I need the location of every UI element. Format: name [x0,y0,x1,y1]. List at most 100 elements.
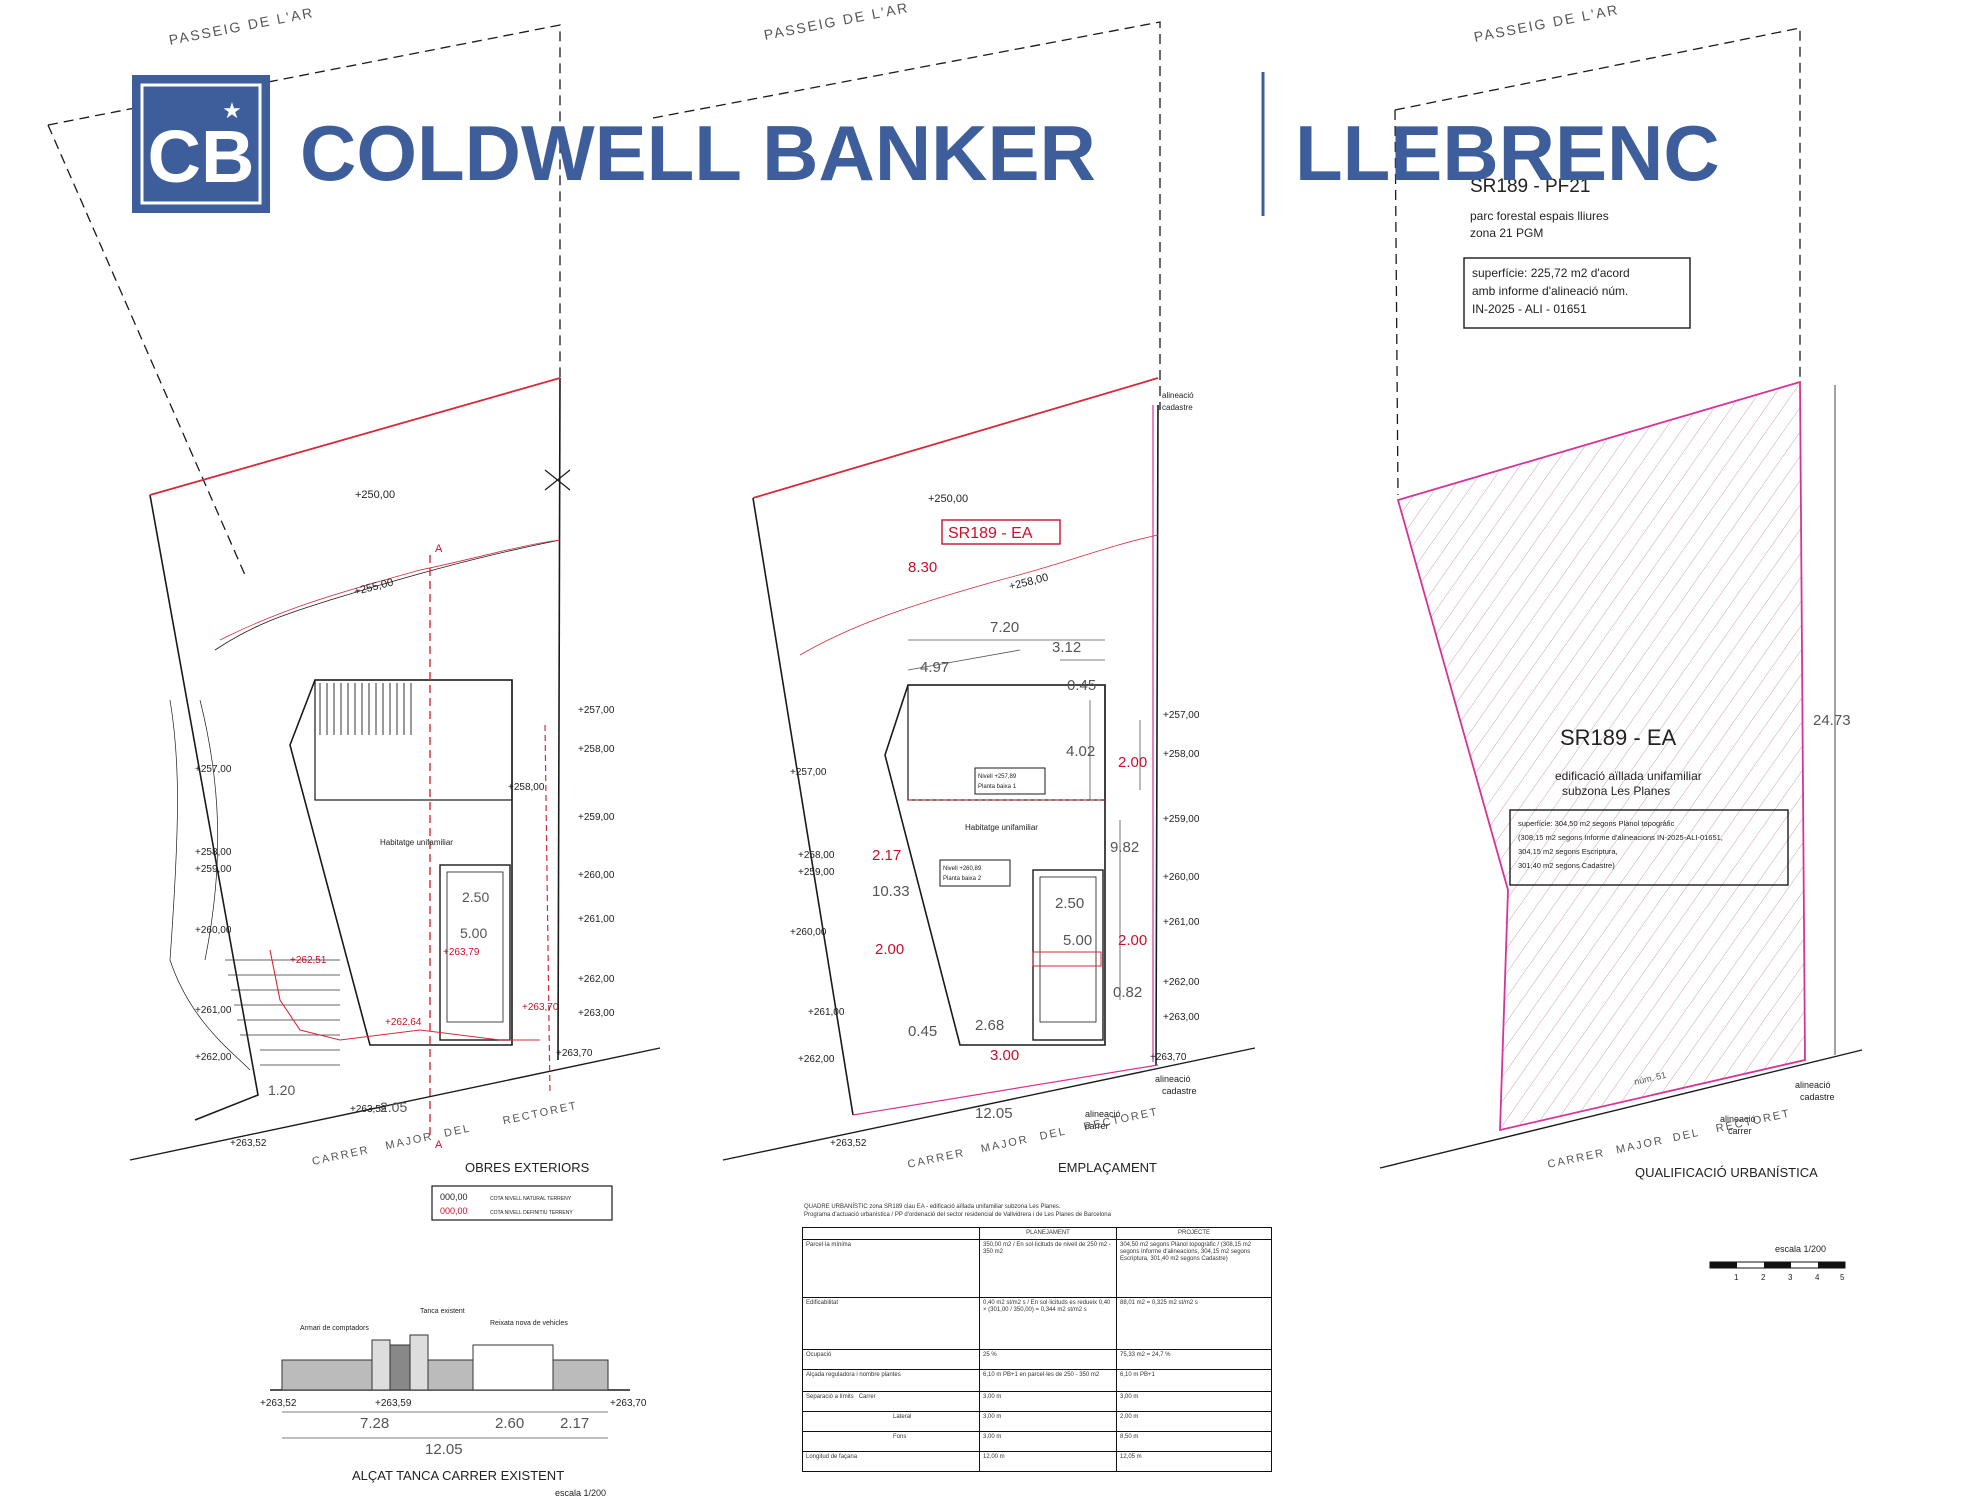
level-label: +263,59 [375,1398,412,1409]
street-line [1379,1049,1863,1169]
garage-inner [1039,876,1097,1023]
table-cell-plan: 25 % [979,1348,1117,1370]
street-word: MAJOR [980,1133,1030,1155]
alignment-note: cadastre [1162,403,1193,412]
level-box-text: Planta baixa 1 [978,784,1017,790]
level-label-red: +262,51 [290,955,327,966]
level-label: +261,00 [1163,917,1200,928]
street-word: CARRER [1547,1147,1607,1171]
site-boundary-dashed [652,21,1161,410]
zone-tag-box [941,519,1061,545]
alignment-note: alineació [1085,1109,1121,1119]
dimension-label: 0.82 [1113,984,1142,1001]
fence-pillar [371,1339,391,1391]
level-label: +263,70 [556,1048,593,1059]
level-label: +263,59 [350,1104,387,1115]
table-cell-plan: 6,10 m PB+1 en parcel·les de 250 - 350 m… [979,1368,1117,1392]
street-word: DEL [1672,1127,1701,1144]
section-line-red [544,724,551,1096]
alignment-line-red [149,377,561,496]
dimension-label-red: 2.00 [1118,754,1147,771]
dimension-label: 0.45 [1067,677,1096,694]
scale-label: escala 1/200 [1775,1244,1826,1254]
scale-tick: 1 [1734,1273,1739,1282]
dimension-label: 3.12 [1052,639,1081,656]
level-label: +260,00 [1163,872,1200,883]
street-word: RECTORET [1715,1108,1792,1136]
info-line: (308,15 m2 segons Informe d'alineacions … [1518,833,1723,842]
level-label: +262,00 [195,1052,232,1063]
dimension-label: 2.68 [975,1017,1004,1034]
dimension-label: 1.20 [268,1082,295,1098]
site-boundary-dashed-left [47,124,246,576]
elevation-fence: Armari de comptadors Tanca existent Reix… [260,1308,647,1498]
street-line [129,1047,661,1161]
brand-name-left: COLDWELL BANKER [300,109,1096,197]
level-label: +263,52 [230,1138,267,1149]
info-line: 301,40 m2 segons Cadastre) [1518,861,1615,870]
dimension-label: 12.05 [975,1105,1013,1122]
table-row: Fons 3,00 m 8,50 m [802,1430,1272,1452]
level-label: +263,70 [1150,1052,1187,1063]
table-cell-plan: 3,00 m [979,1410,1117,1432]
alignment-note: cadastre [1162,1086,1197,1096]
contour-line [169,699,251,1071]
level-label: +258,00 [508,782,545,793]
level-label: +262,00 [798,1054,835,1065]
table-row: Separació a límits Carrer 3,00 m 3,00 m [802,1390,1272,1412]
dimension-label: 24.73 [1813,712,1851,729]
table-header-cell: PROJECTE [1116,1227,1272,1240]
level-label: +263,70 [610,1398,647,1409]
garage-inner [446,871,504,1023]
zone-desc: subzona Les Planes [1562,784,1670,798]
dimension-label: 2.50 [462,889,489,905]
table-row-sublabel: Lateral [802,1410,980,1432]
house-label: Habitatge unifamiliar [380,838,453,847]
stairs [225,959,340,1066]
info-box-main [1509,809,1789,886]
level-box [974,767,1046,795]
alignment-note: alineació [1155,1074,1191,1084]
dimension-label: 4.97 [920,659,949,676]
table-cell-proj: 88,01 m2 = 0,325 m2 st/m2 s [1116,1296,1272,1350]
alignment-note: carrer [1085,1121,1109,1131]
zone-code-top: SR189 - PF21 [1470,176,1590,197]
street-word: CARRER [907,1147,967,1171]
table-row-label: Longitud de façana [802,1450,980,1472]
street-word: RECTORET [502,1100,579,1128]
table-row-sublabel: Fons [802,1430,980,1452]
alignment-note: alineació [1720,1114,1756,1124]
dimension-label-red: 2.00 [1118,932,1147,949]
contour-line [199,699,219,961]
table-row: Ocupació 25 % 75,33 m2 = 24,7 % [802,1348,1272,1370]
level-label: +262,00 [578,974,615,985]
site-boundary-dashed [47,24,561,378]
parcel-right-edge [557,377,561,1061]
level-label: +261,00 [195,1005,232,1016]
table-row-label: Ocupació [802,1348,980,1370]
level-label: +258,00 [1163,749,1200,760]
alignment-line-pink [852,1064,1159,1116]
zone-desc: zona 21 PGM [1470,226,1543,240]
level-label: +258,00 [578,744,615,755]
red-path [269,949,540,1041]
street-line [722,1047,1256,1161]
logo-inner-frame [140,83,262,205]
zone-tag: SR189 - EA [948,525,1033,542]
dimension-label-red: 2.17 [872,847,901,864]
vehicle-gate [472,1344,554,1391]
level-label: +257,00 [790,767,827,778]
dimension-label: 2.17 [560,1415,589,1432]
meter-box [389,1344,411,1391]
dimension-label: 4.02 [1066,743,1095,760]
panel-emplacament: +250,00 +258,00 +257,00 +258,00 +259,00 … [652,0,1256,1175]
legend-code: 000,00 [440,1206,468,1216]
level-label: +257,00 [195,764,232,775]
zone-desc: edificació aïllada unifamiliar [1555,769,1702,783]
dimension-label: 9.82 [1110,839,1139,856]
scale-label: escala 1/200 [555,1488,606,1498]
table-row: Lateral 3,00 m 2,00 m [802,1410,1272,1432]
level-label: +259,00 [578,812,615,823]
street-name-bottom: CARRER MAJOR DEL RECTORET [1547,1108,1792,1171]
